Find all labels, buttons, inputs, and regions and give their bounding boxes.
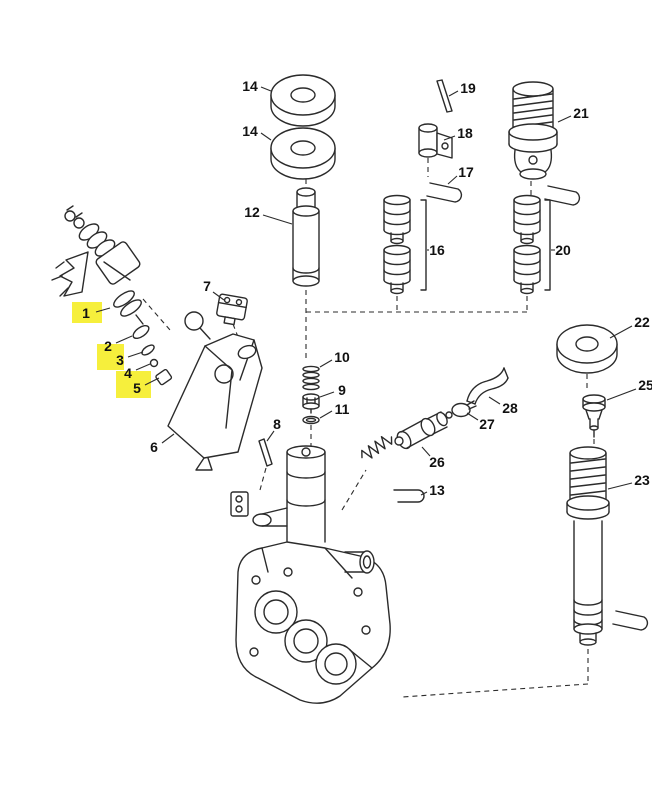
- callout-label-7: 7: [203, 278, 211, 294]
- part-ring: [556, 324, 618, 374]
- callout-label-14: 14: [242, 123, 258, 139]
- leader-line-27: [466, 412, 479, 421]
- leader-line-5: [144, 377, 160, 386]
- part-small-ring: [141, 344, 155, 356]
- callout-label-12: 12: [244, 204, 260, 220]
- part-injector: [582, 394, 606, 438]
- part-threaded-tube: [566, 446, 610, 646]
- part-threaded-fitting: [508, 81, 558, 180]
- leader-line-26: [421, 446, 431, 457]
- callout-label-10: 10: [334, 349, 350, 365]
- leader-line-3: [127, 351, 144, 358]
- callout-label-layer: 1414121918171621202225237610911828272613…: [82, 78, 652, 498]
- part-u-clip-right: [544, 185, 581, 206]
- part-spring-vertical: [302, 365, 320, 391]
- leader-line-12: [262, 214, 293, 225]
- part-clamp: [451, 400, 477, 418]
- leader-line-2: [115, 335, 133, 344]
- assembly-center-lines: [142, 116, 595, 698]
- callout-label-8: 8: [273, 416, 281, 432]
- part-retaining-clip: [393, 489, 425, 503]
- callout-label-22: 22: [634, 314, 650, 330]
- part-unloader-assembly: [51, 205, 173, 386]
- part-bracket-assembly: [167, 311, 263, 471]
- callout-label-2: 2: [104, 338, 112, 354]
- bracket-20: [544, 199, 551, 291]
- part-hose: [466, 367, 509, 405]
- callout-label-21: 21: [573, 105, 589, 121]
- part-pin-short: [258, 438, 273, 467]
- part-elbow-bracket: [418, 123, 453, 159]
- leader-line-19: [448, 90, 459, 97]
- callout-label-13: 13: [429, 482, 445, 498]
- callout-label-11: 11: [335, 401, 350, 417]
- callout-label-4: 4: [124, 365, 132, 381]
- callout-label-20: 20: [555, 242, 571, 258]
- callout-label-18: 18: [457, 125, 473, 141]
- callout-label-17: 17: [458, 164, 474, 180]
- callout-label-27: 27: [479, 416, 495, 432]
- part-piston: [292, 187, 320, 287]
- part-valve-stack-right: [513, 194, 551, 295]
- callout-label-28: 28: [502, 400, 518, 416]
- leader-line-18: [443, 135, 456, 141]
- leader-line-8: [266, 430, 275, 442]
- part-piston-seal: [113, 290, 135, 308]
- leader-line-17: [447, 175, 458, 185]
- callout-label-1: 1: [82, 305, 90, 321]
- highlight-box-2: [97, 344, 124, 370]
- part-u-clip-left: [426, 182, 463, 203]
- callout-label-5: 5: [133, 380, 141, 396]
- part-washer: [132, 324, 150, 340]
- leader-line-14: [260, 132, 272, 141]
- callout-label-14: 14: [242, 78, 258, 94]
- leader-line-11: [319, 410, 333, 419]
- leader-line-28: [488, 396, 501, 405]
- leader-line-1: [95, 307, 111, 313]
- part-spring-diagonal: [361, 435, 404, 459]
- callout-label-25: 25: [638, 377, 652, 393]
- callout-label-16: 16: [429, 242, 445, 258]
- part-bearing-ring-lower: [270, 127, 336, 180]
- callout-label-23: 23: [634, 472, 650, 488]
- leader-line-23: [607, 482, 633, 490]
- callout-label-9: 9: [338, 382, 346, 398]
- leader-line-25: [606, 388, 637, 401]
- highlight-box-1: [72, 302, 102, 323]
- leader-line-21: [557, 115, 572, 123]
- leader-line-6: [161, 433, 175, 444]
- leader-line-14: [260, 86, 272, 92]
- part-nut: [155, 368, 173, 386]
- leader-line-layer: [95, 86, 637, 496]
- leader-line-9: [319, 391, 335, 398]
- part-o-ring: [302, 415, 320, 425]
- part-pin-long: [436, 79, 453, 113]
- diagram-artwork: [51, 74, 649, 704]
- part-poppet-valve: [302, 393, 320, 414]
- part-pump-manifold: [230, 445, 391, 704]
- bracket-16: [420, 199, 427, 291]
- callout-label-3: 3: [116, 352, 124, 368]
- leader-line-22: [609, 325, 633, 339]
- part-u-clip-bottom: [612, 610, 649, 631]
- part-switch-block: [216, 293, 248, 326]
- part-outlet-valve: [396, 411, 453, 450]
- callout-label-6: 6: [150, 439, 158, 455]
- leader-line-10: [319, 359, 333, 368]
- part-valve-stack-left: [383, 194, 427, 295]
- callout-label-19: 19: [460, 80, 476, 96]
- part-ball: [149, 358, 159, 368]
- part-check-ball: [394, 436, 404, 446]
- leader-line-7: [212, 291, 225, 301]
- leader-line-4: [135, 363, 151, 371]
- leader-line-13: [420, 491, 428, 496]
- part-bearing-ring-upper: [270, 74, 336, 127]
- callout-label-26: 26: [429, 454, 445, 470]
